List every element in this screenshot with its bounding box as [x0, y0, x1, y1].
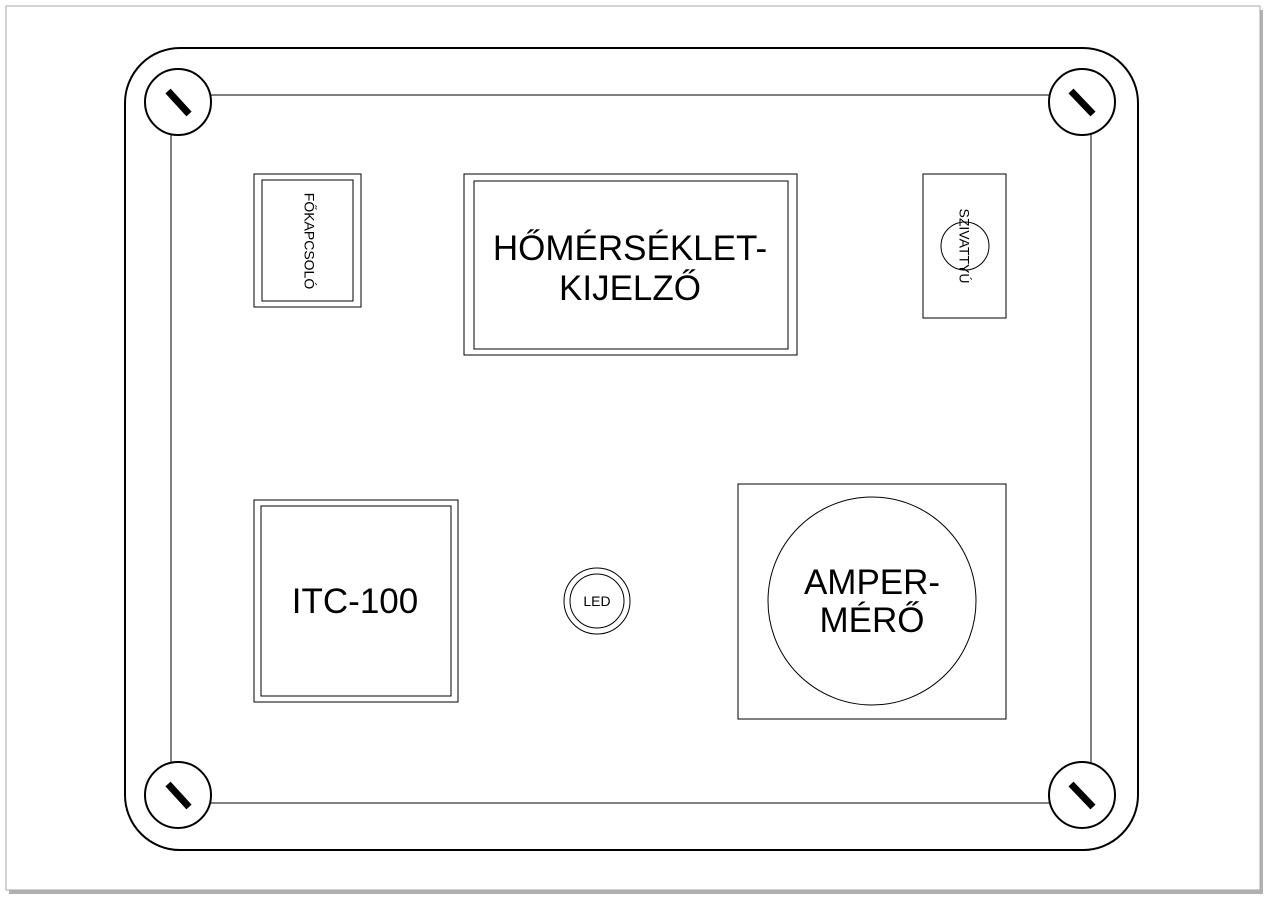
- screw-top-right: [1048, 68, 1116, 136]
- controller-label: ITC-100: [292, 582, 418, 621]
- temperature-display-label-line1: HŐMÉRSÉKLET-: [493, 229, 767, 268]
- pump-switch: SZIVATTYÚ: [922, 173, 1007, 319]
- main-switch-label: FŐKAPCSOLÓ: [301, 193, 317, 290]
- led-indicator: LED: [563, 567, 631, 635]
- led-label: LED: [583, 593, 610, 609]
- itc-100-controller: ITC-100: [253, 499, 459, 703]
- temperature-display: HŐMÉRSÉKLET- KIJELZŐ: [463, 173, 798, 356]
- ammeter: AMPER- MÉRŐ: [737, 483, 1007, 720]
- ammeter-label-line1: AMPER-: [804, 563, 940, 602]
- screw-bottom-right: [1048, 761, 1116, 829]
- pump-indicator-circle: [940, 221, 990, 271]
- screw-top-left: [144, 68, 212, 136]
- pump-label: SZIVATTYÚ: [956, 209, 972, 284]
- ammeter-label-line2: MÉRŐ: [820, 601, 925, 640]
- panel-inner-border: [170, 94, 1092, 804]
- screw-bottom-left: [144, 761, 212, 829]
- main-switch: FŐKAPCSOLÓ: [253, 173, 362, 308]
- temperature-display-label-line2: KIJELZŐ: [559, 269, 701, 308]
- enclosure-outline: [124, 47, 1139, 851]
